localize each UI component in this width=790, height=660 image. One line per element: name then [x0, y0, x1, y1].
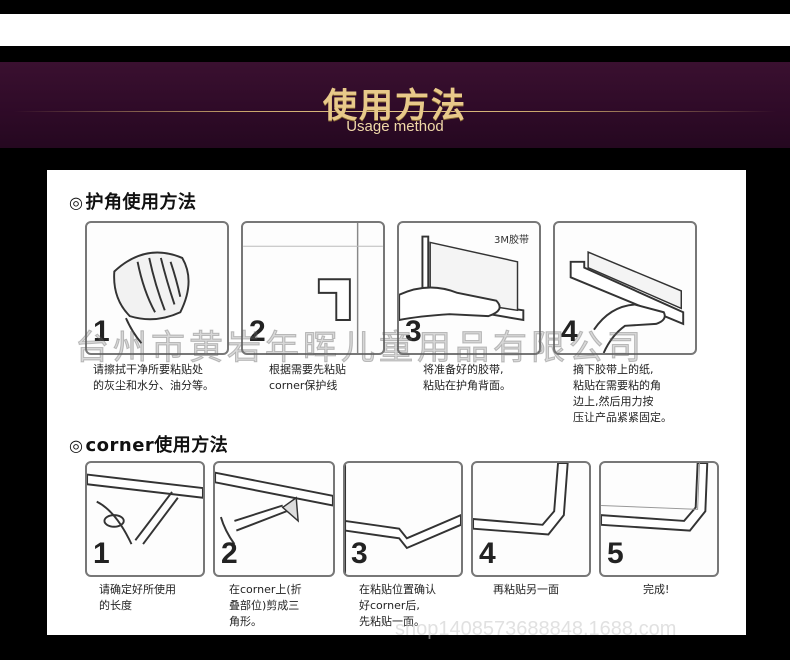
tape-guard-illustration — [399, 235, 525, 322]
caption-line: 再粘贴另一面 — [493, 583, 559, 596]
s2-step1-number: 1 — [93, 537, 110, 570]
corner-guard-illustration — [243, 223, 383, 353]
press-guard-illustration — [569, 251, 685, 353]
caption-line: 的灰尘和水分、油分等。 — [93, 379, 214, 392]
s2-step4-number: 4 — [479, 537, 496, 570]
s1-step1-caption: 请擦拭干净所要粘贴处 的灰尘和水分、油分等。 — [93, 362, 214, 394]
s2-step5-caption: 完成! — [643, 582, 669, 598]
s1-step1-number: 1 — [93, 315, 110, 348]
caption-line: 先粘贴一面。 — [359, 615, 425, 628]
s1-step3-caption: 将准备好的胶带, 粘贴在护角背面。 — [423, 362, 511, 394]
caption-line: 叠部位)剪成三 — [229, 599, 300, 612]
caption-line: 好corner后, — [359, 599, 420, 612]
caption-line: 粘贴在护角背面。 — [423, 379, 511, 392]
s2-step4-panel: 4 — [471, 461, 591, 577]
banner-gold-rule — [14, 111, 776, 112]
header-banner: 使用方法 Usage method — [0, 62, 790, 148]
section1-title-text: 护角使用方法 — [85, 192, 197, 213]
top-white-strip — [0, 14, 790, 46]
s1-step3-number: 3 — [405, 315, 422, 348]
s1-step3-panel: 3M胶带 3 — [397, 221, 541, 355]
second-side-illustration — [473, 463, 569, 536]
caption-line: 根据需要先粘贴 — [269, 363, 346, 376]
s1-step2-panel: 2 — [241, 221, 385, 355]
s2-step2-number: 2 — [221, 537, 238, 570]
caption-line: 的长度 — [99, 599, 132, 612]
caption-line: 在粘贴位置确认 — [359, 583, 436, 596]
scissors-length-illustration — [87, 473, 203, 545]
instruction-card: ◎护角使用方法 1 2 3M胶带 3 — [47, 170, 746, 635]
s2-step3-caption: 在粘贴位置确认 好corner后, 先粘贴一面。 — [359, 582, 436, 630]
s1-step4-number: 4 — [561, 315, 578, 348]
s2-step1-panel: 1 — [85, 461, 205, 577]
caption-line: 请擦拭干净所要粘贴处 — [93, 363, 203, 376]
shop-url-watermark: shop1408573688848.1688.com — [395, 618, 677, 640]
wipe-cloth-illustration — [113, 251, 190, 344]
s2-step2-caption: 在corner上(折 叠部位)剪成三 角形。 — [229, 582, 302, 630]
double-circle-icon: ◎ — [69, 436, 84, 455]
s1-step4-panel: 4 — [553, 221, 697, 355]
first-side-illustration — [345, 463, 461, 575]
triangle-cut-illustration — [215, 471, 333, 545]
section1-title: ◎护角使用方法 — [69, 188, 196, 214]
s2-step1-caption: 请确定好所使用 的长度 — [99, 582, 176, 614]
s1-step1-panel: 1 — [85, 221, 229, 355]
company-watermark: 台州市黄岩年晖儿童用品有限公司 — [75, 328, 645, 369]
s2-step5-number: 5 — [607, 537, 624, 570]
caption-line: 压让产品紧紧固定。 — [573, 411, 672, 424]
s2-step3-number: 3 — [351, 537, 368, 570]
banner-title: 使用方法 — [323, 86, 467, 126]
finished-corner-illustration — [601, 463, 709, 532]
s1-step3-tag: 3M胶带 — [494, 235, 529, 246]
caption-line: 请确定好所使用 — [99, 583, 176, 596]
caption-line: 将准备好的胶带, — [423, 363, 504, 376]
s2-step2-panel: 2 — [213, 461, 335, 577]
caption-line: 角形。 — [229, 615, 262, 628]
caption-line: 边上,然后用力按 — [573, 395, 654, 408]
s1-step4-caption: 摘下胶带上的纸, 粘贴在需要粘的角 边上,然后用力按 压让产品紧紧固定。 — [573, 362, 672, 426]
s2-step4-caption: 再粘贴另一面 — [493, 582, 559, 598]
double-circle-icon: ◎ — [69, 193, 84, 212]
s1-step2-caption: 根据需要先粘贴 corner保护线 — [269, 362, 346, 394]
caption-line: 粘贴在需要粘的角 — [573, 379, 661, 392]
section2-title: ◎corner使用方法 — [69, 431, 228, 457]
caption-line: 在corner上(折 — [229, 583, 302, 596]
caption-line: 完成! — [643, 583, 670, 596]
caption-line: 摘下胶带上的纸, — [573, 363, 654, 376]
caption-line: corner保护线 — [269, 379, 338, 392]
s2-step5-panel: 5 — [599, 461, 719, 577]
section2-title-text: corner使用方法 — [85, 435, 229, 456]
s1-step2-number: 2 — [249, 315, 266, 348]
banner-subtitle: Usage method — [346, 118, 444, 135]
s2-step3-panel: 3 — [343, 461, 463, 577]
